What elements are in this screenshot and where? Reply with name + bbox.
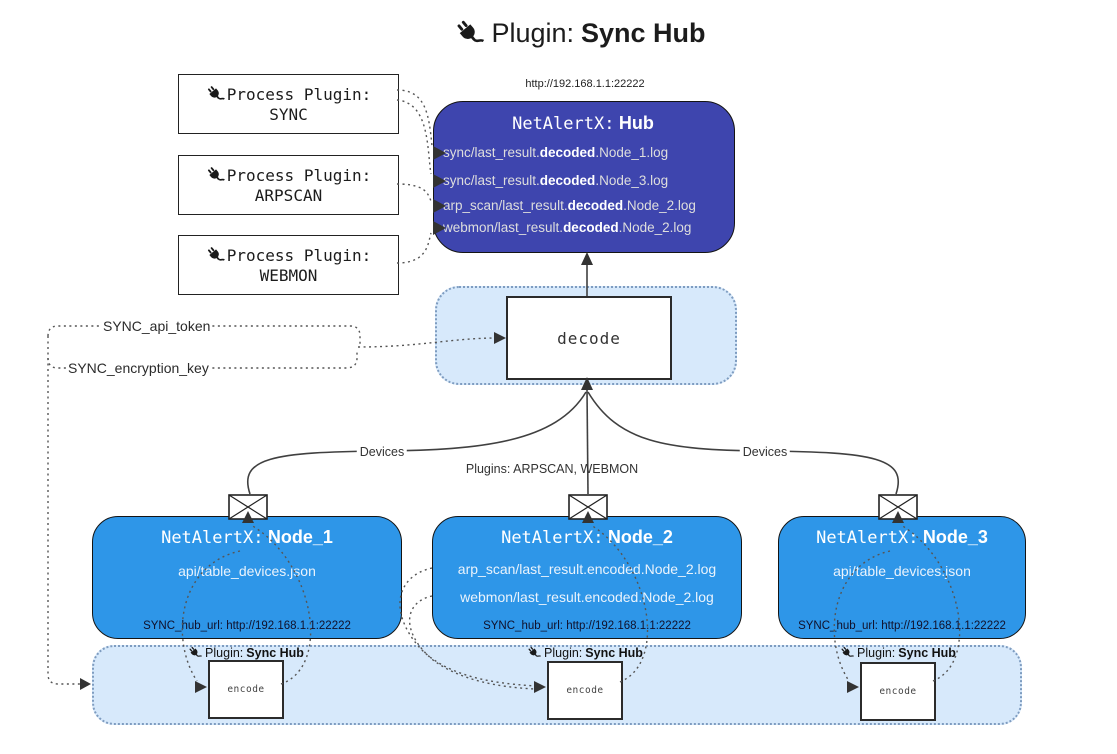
edge-label-devices-left: Devices: [356, 445, 408, 459]
title-prefix: Plugin:: [491, 18, 575, 48]
process-plugin-label: Process Plugin:: [226, 84, 372, 104]
hub-url-label: http://192.168.1.1:22222: [525, 78, 645, 90]
node-title: NetAlertX: Node_3: [816, 527, 988, 548]
encode-box: encode: [208, 660, 284, 719]
encode-box: encode: [547, 661, 623, 720]
process-plugin-name: WEBMON: [259, 265, 318, 285]
envelope-icon: [568, 494, 608, 520]
node-title: NetAlertX: Node_1: [161, 527, 333, 548]
process-plugin-arpscan-box: Process Plugin: ARPSCAN: [178, 155, 399, 215]
hub-title-name: Hub: [618, 113, 654, 133]
envelope-icon: [878, 494, 918, 520]
hub-file-line: sync/last_result.decoded.Node_3.log: [443, 173, 669, 188]
plug-icon: [188, 646, 203, 660]
plug-icon: [527, 646, 542, 660]
band-plugin-label: Plugin:Sync Hub: [840, 646, 956, 660]
plug-icon: [205, 245, 225, 265]
node3-box: NetAlertX: Node_3 api/table_devices.json…: [778, 516, 1026, 639]
process-plugin-label: Process Plugin:: [226, 245, 372, 265]
node-file: api/table_devices.json: [178, 563, 316, 579]
plug-icon: [840, 646, 855, 660]
process-plugin-label: Process Plugin:: [226, 165, 372, 185]
band-plugin-label: Plugin:Sync Hub: [527, 646, 643, 660]
hub-title-prefix: NetAlertX:: [512, 114, 615, 134]
process-plugin-name: ARPSCAN: [254, 185, 323, 205]
plug-icon: [205, 84, 225, 104]
hub-title: NetAlertX: Hub: [433, 113, 733, 134]
node-file: arp_scan/last_result.encoded.Node_2.log: [457, 561, 717, 577]
decode-box: decode: [506, 296, 672, 380]
node-hub-url: SYNC_hub_url: http://192.168.1.1:22222: [483, 620, 691, 632]
node1-box: NetAlertX: Node_1 api/table_devices.json…: [92, 516, 402, 639]
encode-box: encode: [860, 662, 936, 721]
node-hub-url: SYNC_hub_url: http://192.168.1.1:22222: [143, 620, 351, 632]
hub-file-line: webmon/last_result.decoded.Node_2.log: [443, 220, 692, 235]
sync-encryption-key-label: SYNC_encryption_key: [66, 360, 211, 376]
envelope-icon: [228, 494, 268, 520]
plug-icon: [205, 165, 225, 185]
hub-box: [433, 101, 735, 253]
process-plugin-webmon-box: Process Plugin: WEBMON: [178, 235, 399, 295]
band-plugin-label: Plugin:Sync Hub: [188, 646, 304, 660]
edge-label-devices-right: Devices: [739, 445, 791, 459]
process-plugin-name: SYNC: [269, 104, 308, 124]
hub-file-line: arp_scan/last_result.decoded.Node_2.log: [443, 198, 696, 213]
node-file: webmon/last_result.encoded.Node_2.log: [460, 589, 714, 605]
plug-icon: [454, 18, 485, 49]
edge-label-plugins: Plugins: ARPSCAN, WEBMON: [465, 462, 639, 476]
node-title: NetAlertX: Node_2: [501, 527, 673, 548]
node-file: api/table_devices.json: [833, 563, 971, 579]
process-plugin-sync-box: Process Plugin: SYNC: [178, 74, 399, 134]
page-title: Plugin: Sync Hub: [454, 18, 706, 49]
node-hub-url: SYNC_hub_url: http://192.168.1.1:22222: [798, 620, 1006, 632]
hub-file-line: sync/last_result.decoded.Node_1.log: [443, 145, 669, 160]
title-name: Sync Hub: [581, 18, 706, 48]
sync-api-token-label: SYNC_api_token: [101, 318, 213, 334]
node2-box: NetAlertX: Node_2 arp_scan/last_result.e…: [432, 516, 742, 639]
